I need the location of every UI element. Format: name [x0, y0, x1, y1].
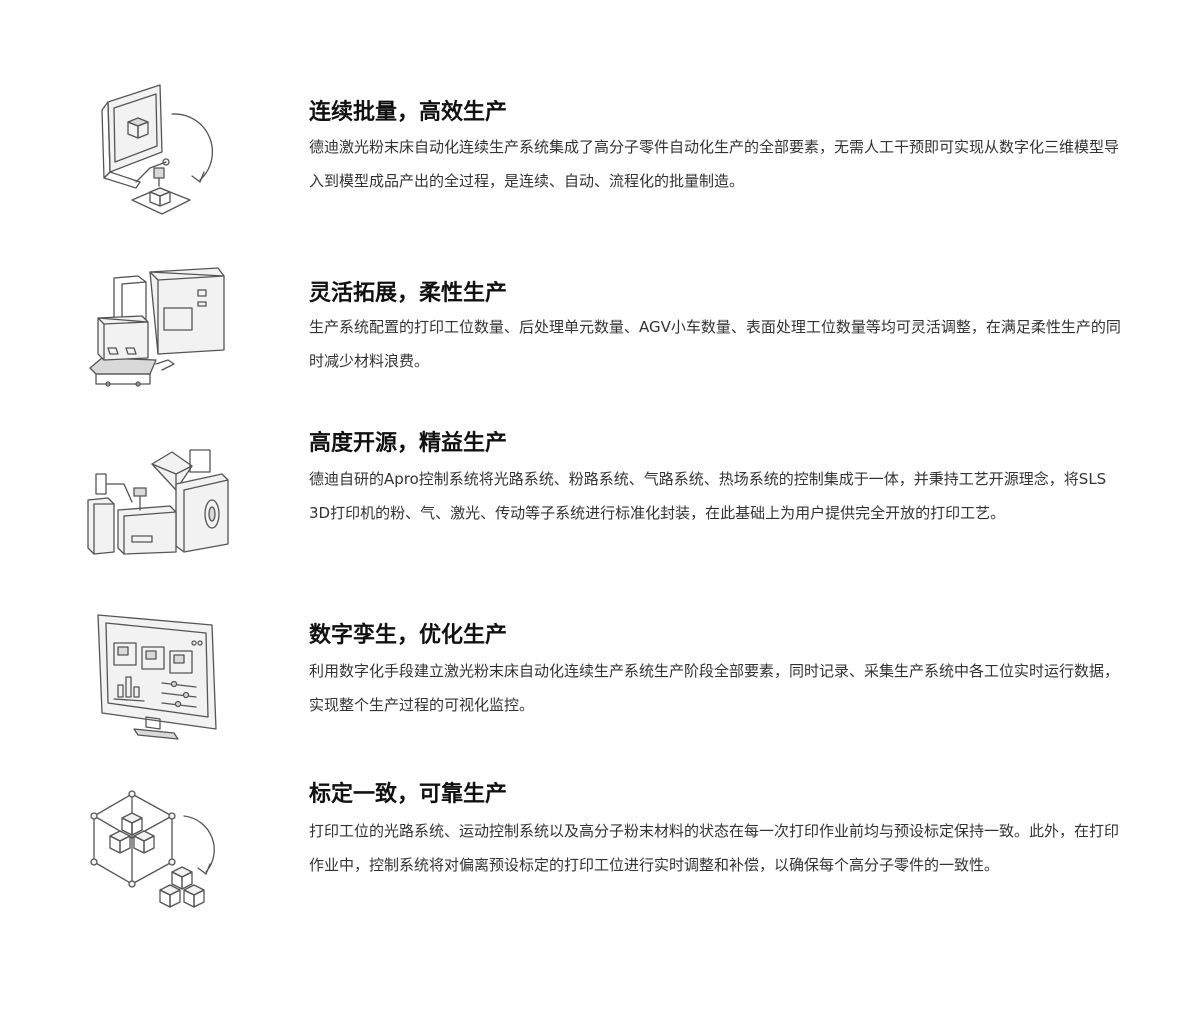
printer-workstation-icon: [80, 82, 240, 232]
feature-title: 灵活拓展，柔性生产: [309, 281, 508, 306]
feature-title: 数字孪生，优化生产: [309, 623, 508, 648]
monitor-dashboard-icon: [80, 605, 240, 755]
feature-description: 德迪激光粉末床自动化连续生产系统集成了高分子零件自动化生产的全部要素，无需人工干…: [309, 138, 1120, 190]
modular-production-line-icon: [80, 260, 240, 410]
feature-description: 利用数字化手段建立激光粉末床自动化连续生产系统生产阶段全部要素，同时记录、采集生…: [309, 662, 1120, 714]
feature-title: 连续批量，高效生产: [309, 100, 508, 125]
feature-title: 高度开源，精益生产: [309, 431, 508, 456]
feature-description: 德迪自研的Apro控制系统将光路系统、粉路系统、气路系统、热场系统的控制集成于一…: [309, 470, 1122, 522]
feature-description: 生产系统配置的打印工位数量、后处理单元数量、AGV小车数量、表面处理工位数量等均…: [309, 318, 1121, 370]
laser-subsystems-icon: [80, 444, 240, 594]
feature-description: 打印工位的光路系统、运动控制系统以及高分子粉末材料的状态在每一次打印作业前均与预…: [309, 822, 1120, 874]
feature-title: 标定一致，可靠生产: [309, 782, 508, 807]
calibration-cubes-icon: [80, 776, 240, 926]
